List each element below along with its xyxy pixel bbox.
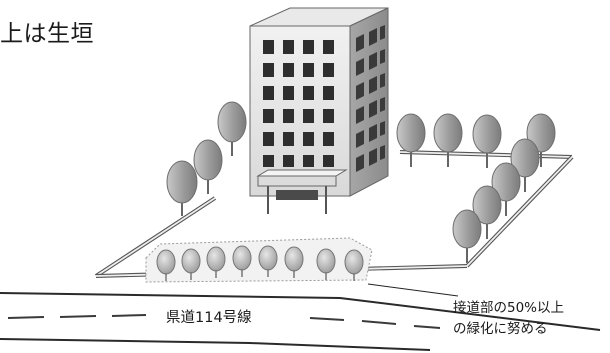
tree <box>452 209 482 263</box>
tree-row-right <box>396 113 556 263</box>
tree <box>472 114 502 168</box>
tree <box>472 185 502 239</box>
shrub <box>284 246 304 278</box>
tree <box>433 113 463 167</box>
building <box>249 7 389 214</box>
shrub <box>206 246 226 278</box>
tree-row-left <box>166 101 247 216</box>
shrub <box>344 249 364 281</box>
callout-leader <box>367 283 459 297</box>
greening-note-line1: 接道部の50%以上 <box>453 300 565 316</box>
shrub <box>316 248 336 280</box>
tree <box>396 113 426 167</box>
greening-note-line2: の緑化に努める <box>453 321 548 337</box>
shrub <box>232 245 252 277</box>
tree <box>217 101 247 156</box>
tree <box>526 113 556 167</box>
tree <box>510 138 540 192</box>
building-front-windows <box>263 40 334 167</box>
shrub <box>156 249 176 281</box>
hedge-caption: 上は生垣 <box>0 21 94 47</box>
shrub <box>258 245 278 277</box>
road-label: 県道114号線 <box>166 309 252 326</box>
tree <box>166 160 198 216</box>
building-side-windows <box>356 25 385 172</box>
tree <box>491 162 521 216</box>
front-hedge <box>145 237 373 283</box>
road-centerline <box>7 314 441 329</box>
entrance-canopy <box>256 169 348 214</box>
greening-note: 接道部の50%以上 の緑化に努める <box>453 298 564 340</box>
road: 県道114号線 <box>0 290 610 353</box>
shrub <box>181 248 201 280</box>
tree <box>193 139 223 194</box>
